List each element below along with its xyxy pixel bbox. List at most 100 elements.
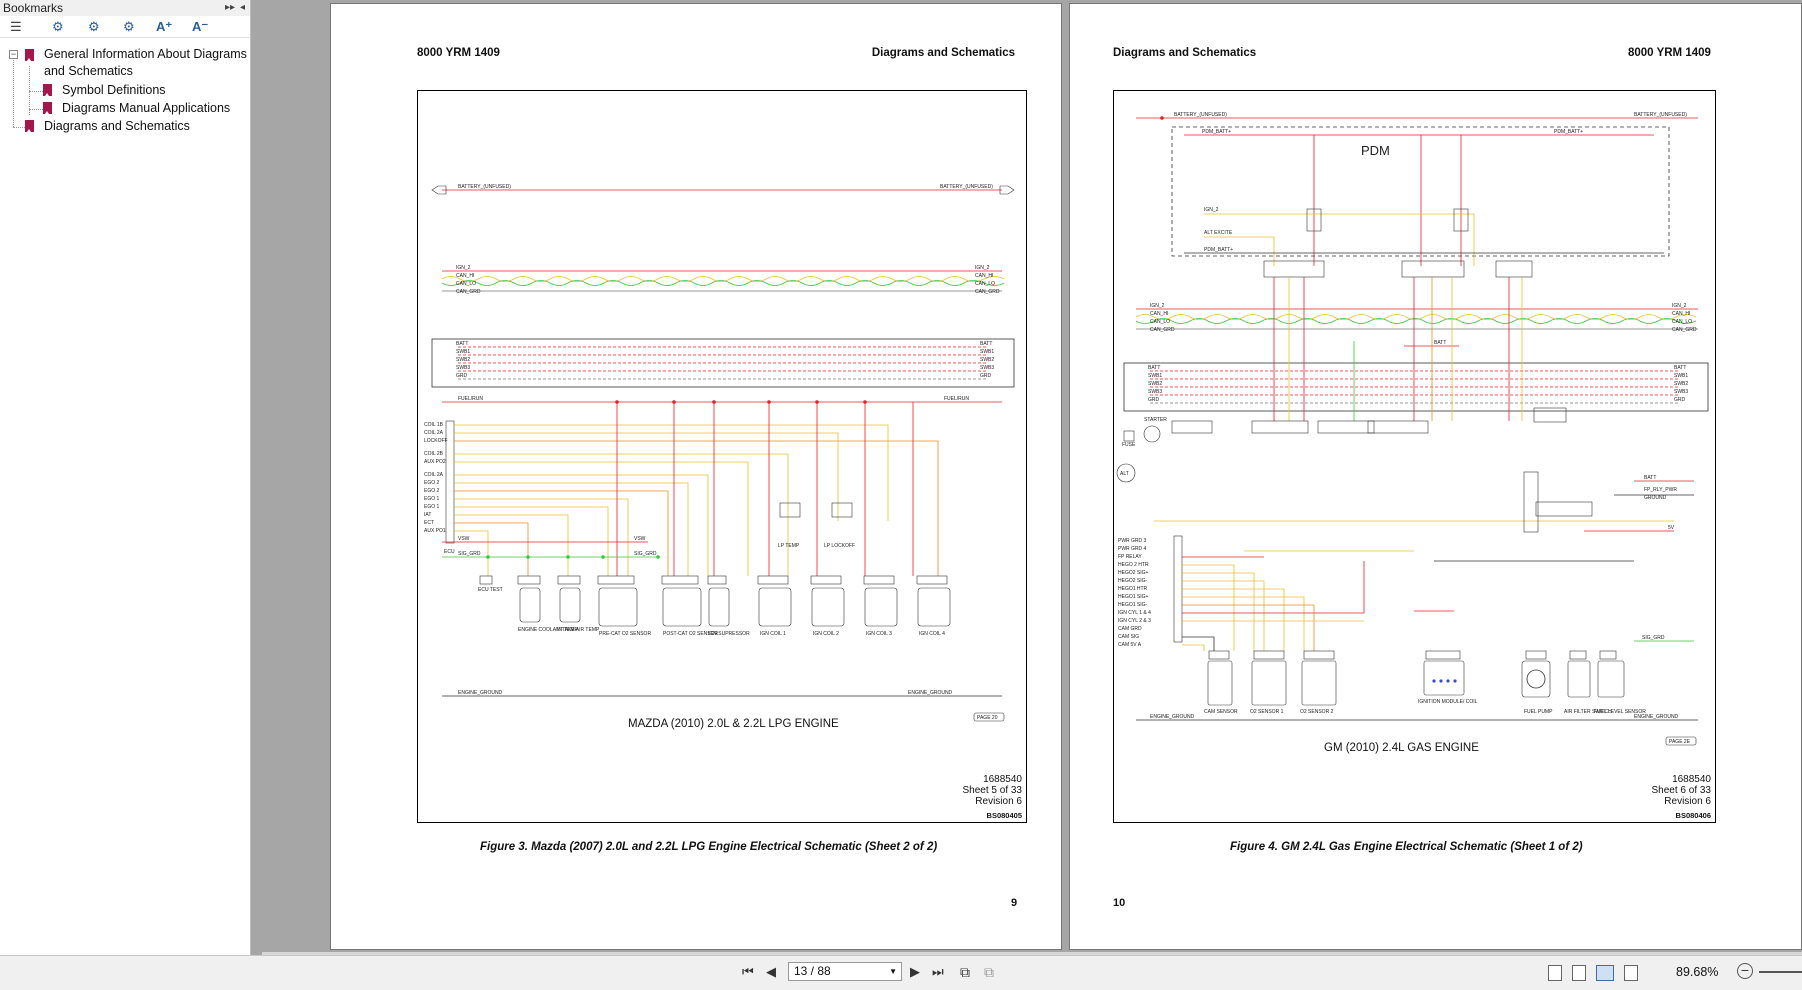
svg-text:CAM SENSOR: CAM SENSOR <box>1204 709 1238 715</box>
svg-text:FUEL LEVEL SENSOR: FUEL LEVEL SENSOR <box>1594 709 1646 715</box>
svg-text:HEGO2 SIG+: HEGO2 SIG+ <box>1118 570 1149 576</box>
next-view-icon[interactable]: ⧉ <box>984 964 994 980</box>
figure-caption: Figure 4. GM 2.4L Gas Engine Electrical … <box>1230 841 1583 853</box>
svg-text:SWB3: SWB3 <box>1148 389 1162 395</box>
continuous-view-icon[interactable] <box>1572 965 1586 981</box>
next-page-button[interactable]: ▶ <box>910 964 920 979</box>
svg-text:IGN SUPRESSOR: IGN SUPRESSOR <box>708 631 750 637</box>
zoom-level[interactable]: 89.68% <box>1676 965 1719 979</box>
svg-text:CAN_GRD: CAN_GRD <box>456 289 481 295</box>
bs-code: BS080405 <box>986 811 1022 820</box>
figure-caption: Figure 3. Mazda (2007) 2.0L and 2.2L LPG… <box>480 841 938 853</box>
tree-connector <box>13 54 14 127</box>
text-larger-icon[interactable]: A⁺ <box>156 19 173 34</box>
horizontal-scrollbar[interactable] <box>262 952 1802 955</box>
two-page-view-icon[interactable] <box>1596 965 1614 981</box>
svg-text:IGN_2: IGN_2 <box>1150 303 1165 309</box>
pdm-label: PDM <box>1361 143 1390 158</box>
page-number-select[interactable]: 13 / 88 ▼ <box>788 962 902 981</box>
svg-text:LP TEMP: LP TEMP <box>778 543 800 549</box>
svg-text:COIL 2A: COIL 2A <box>424 472 444 478</box>
svg-text:BATT: BATT <box>1148 365 1160 371</box>
svg-text:IGNITION MODULE/ COIL: IGNITION MODULE/ COIL <box>1418 699 1478 705</box>
svg-text:IGN CYL 2 & 3: IGN CYL 2 & 3 <box>1118 618 1151 624</box>
svg-text:BATT: BATT <box>1674 365 1686 371</box>
svg-text:BATTERY_(UNFUSED): BATTERY_(UNFUSED) <box>1174 112 1227 118</box>
svg-text:CAN_LO: CAN_LO <box>1150 319 1170 325</box>
svg-text:IGN CYL 1 & 4: IGN CYL 1 & 4 <box>1118 610 1151 616</box>
single-page-view-icon[interactable] <box>1548 965 1562 981</box>
svg-text:PAGE 20: PAGE 20 <box>977 715 998 721</box>
svg-text:O2 SENSOR 1: O2 SENSOR 1 <box>1250 709 1284 715</box>
zoom-out-button[interactable]: − <box>1737 963 1753 979</box>
first-page-button[interactable]: ⏮ <box>742 964 754 979</box>
page-number: 10 <box>1113 897 1126 909</box>
svg-text:ECU: ECU <box>444 549 455 555</box>
collapse-panel-icon[interactable]: ▸▸ <box>225 2 236 13</box>
svg-text:FUSE: FUSE <box>1122 442 1136 448</box>
tree-connector <box>29 109 43 110</box>
zoom-slider[interactable] <box>1759 971 1802 973</box>
svg-text:CAN_HI: CAN_HI <box>1150 311 1168 317</box>
svg-text:SWB3: SWB3 <box>980 365 994 371</box>
options-icon[interactable]: ☰ <box>10 19 22 34</box>
text-smaller-icon[interactable]: A⁻ <box>192 19 209 34</box>
svg-text:EGO 2: EGO 2 <box>424 480 440 486</box>
bookmarks-header: Bookmarks ▸▸ ◂ <box>0 0 250 16</box>
bookmark-general-information[interactable]: General Information About Diagrams and S… <box>44 47 247 78</box>
svg-text:SWB2: SWB2 <box>1148 381 1162 387</box>
engine-title: MAZDA (2010) 2.0L & 2.2L LPG ENGINE <box>628 718 839 730</box>
bookmark-icon <box>25 120 34 132</box>
svg-text:HEGO 2 HTR: HEGO 2 HTR <box>1118 562 1149 568</box>
svg-text:SWB1: SWB1 <box>1148 373 1162 379</box>
svg-text:FP_RLY_PWR: FP_RLY_PWR <box>1644 487 1677 493</box>
expand-bookmark-icon[interactable]: ⚙ <box>52 19 64 34</box>
svg-text:PWR GRD 3: PWR GRD 3 <box>1118 538 1147 544</box>
svg-text:SWB3: SWB3 <box>1674 389 1688 395</box>
svg-text:CAM 5V A: CAM 5V A <box>1118 642 1142 648</box>
chevron-down-icon: ▼ <box>889 967 897 976</box>
svg-text:CAM GRD: CAM GRD <box>1118 626 1142 632</box>
svg-text:IGN COIL 2: IGN COIL 2 <box>813 631 839 637</box>
previous-page-button[interactable]: ◀ <box>766 964 776 979</box>
two-page-continuous-view-icon[interactable] <box>1624 965 1638 981</box>
svg-text:AUX PO1: AUX PO1 <box>424 528 446 534</box>
pdf-page-9: 8000 YRM 1409 Diagrams and Schematics BA… <box>330 3 1062 950</box>
svg-text:BATT: BATT <box>980 341 992 347</box>
svg-text:VSW: VSW <box>458 536 470 542</box>
page-header-left: Diagrams and Schematics <box>1113 47 1257 59</box>
svg-text:CAN_HI: CAN_HI <box>1672 311 1690 317</box>
svg-text:ENGINE_GROUND: ENGINE_GROUND <box>908 690 953 696</box>
svg-text:GRD: GRD <box>980 373 992 379</box>
svg-text:SWB2: SWB2 <box>456 357 470 363</box>
collapse-toggle[interactable]: − <box>9 49 18 59</box>
svg-text:VSW: VSW <box>634 536 646 542</box>
svg-text:BATT: BATT <box>1434 340 1446 346</box>
svg-text:5V: 5V <box>1668 525 1675 531</box>
hide-panel-icon[interactable]: ◂ <box>240 2 246 13</box>
svg-text:CAN_HI: CAN_HI <box>975 273 993 279</box>
svg-text:SWB1: SWB1 <box>1674 373 1688 379</box>
bookmark-manual-applications[interactable]: Diagrams Manual Applications <box>62 101 231 115</box>
svg-text:HEGO1 SIG+: HEGO1 SIG+ <box>1118 594 1149 600</box>
svg-text:ENGINE_GROUND: ENGINE_GROUND <box>1150 714 1195 720</box>
svg-text:CAN_LO: CAN_LO <box>975 281 995 287</box>
svg-text:CAN_GRD: CAN_GRD <box>1150 327 1175 333</box>
last-page-button[interactable]: ⏭ <box>932 964 944 979</box>
previous-view-icon[interactable]: ⧉ <box>960 964 970 980</box>
bookmark-diagrams-and-schematics[interactable]: Diagrams and Schematics <box>44 119 190 133</box>
find-bookmark-icon[interactable]: ⚙ <box>88 19 100 34</box>
svg-text:COIL 2B: COIL 2B <box>424 451 444 457</box>
svg-text:HEGO1 SIG-: HEGO1 SIG- <box>1118 602 1148 608</box>
bookmark-settings-icon[interactable]: ⚙ <box>123 19 135 34</box>
svg-text:FP RELAY: FP RELAY <box>1118 554 1142 560</box>
tree-connector <box>29 91 43 92</box>
svg-text:CAM SIG: CAM SIG <box>1118 634 1139 640</box>
svg-text:ALT: ALT <box>1120 471 1129 477</box>
svg-text:HEGO1 HTR: HEGO1 HTR <box>1118 586 1148 592</box>
svg-text:IGN_2: IGN_2 <box>975 265 990 271</box>
engine-title: GM (2010) 2.4L GAS ENGINE <box>1324 742 1479 754</box>
bs-code: BS080406 <box>1675 811 1711 820</box>
svg-text:SWB1: SWB1 <box>980 349 994 355</box>
bookmark-symbol-definitions[interactable]: Symbol Definitions <box>62 83 166 97</box>
